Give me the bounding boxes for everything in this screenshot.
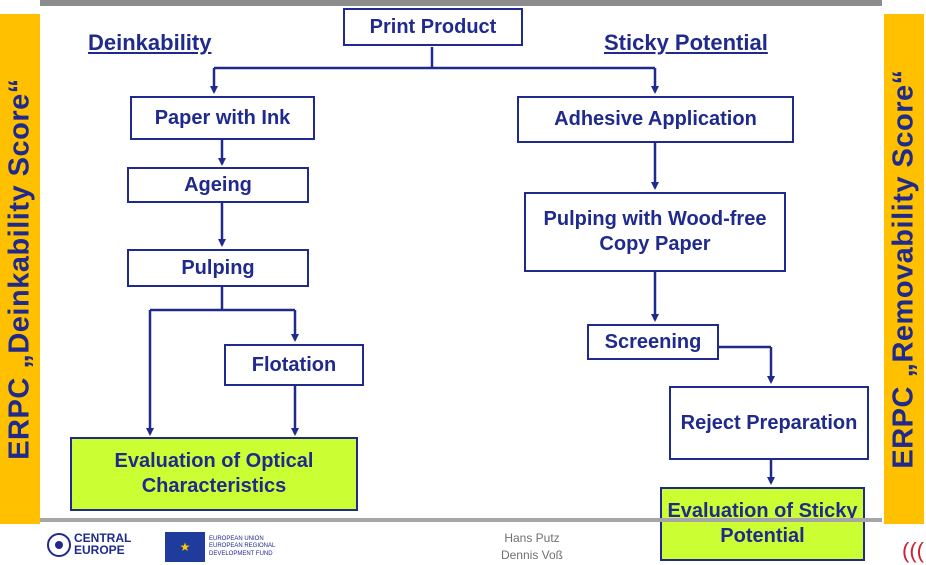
reject-preparation-box: Reject Preparation: [669, 386, 869, 460]
screening-box: Screening: [587, 324, 719, 360]
evaluation-optical-box: Evaluation of Optical Characteristics: [70, 437, 358, 511]
deinkability-header: Deinkability: [88, 30, 212, 55]
connector-pulping-split: [150, 285, 295, 312]
footer-authors: Hans Putz Dennis Voß: [492, 530, 572, 564]
eu-text-line2: EUROPEAN REGIONAL: [209, 543, 276, 550]
left-sidebar: ERPC „Deinkability Score“: [0, 14, 40, 524]
central-europe-logo: CENTRAL EUROPE: [44, 530, 131, 558]
evaluation-sticky-box: Evaluation of Sticky Potential: [660, 487, 865, 561]
author-name-1: Hans Putz: [504, 531, 560, 545]
ageing-box: Ageing: [127, 167, 309, 203]
wave-logo-icon: (((: [902, 538, 924, 563]
print-product-box: Print Product: [343, 8, 523, 46]
eu-logo: ★ EUROPEAN UNION EUROPEAN REGIONAL DEVEL…: [165, 532, 275, 562]
right-sidebar: ERPC „Removability Score“: [884, 14, 924, 524]
pulping-box: Pulping: [127, 249, 309, 287]
eu-text-line1: EUROPEAN UNION: [209, 536, 264, 543]
author-name-2: Dennis Voß: [500, 547, 564, 562]
europe-text: EUROPE: [74, 543, 125, 557]
flotation-box: Flotation: [224, 344, 364, 386]
central-text: CENTRAL: [74, 531, 132, 545]
eu-flag-icon: ★: [165, 532, 205, 562]
connector-print-split: [214, 47, 655, 70]
adhesive-application-box: Adhesive Application: [517, 96, 794, 143]
top-divider: [40, 0, 882, 6]
bottom-divider: [40, 518, 882, 522]
paper-with-ink-box: Paper with Ink: [130, 96, 315, 140]
eu-text-line3: DEVELOPMENT FUND: [209, 550, 273, 557]
central-europe-emblem-icon: [47, 533, 71, 557]
pulping-wood-free-box: Pulping with Wood-free Copy Paper: [524, 192, 786, 272]
sticky-potential-header: Sticky Potential: [604, 30, 768, 55]
